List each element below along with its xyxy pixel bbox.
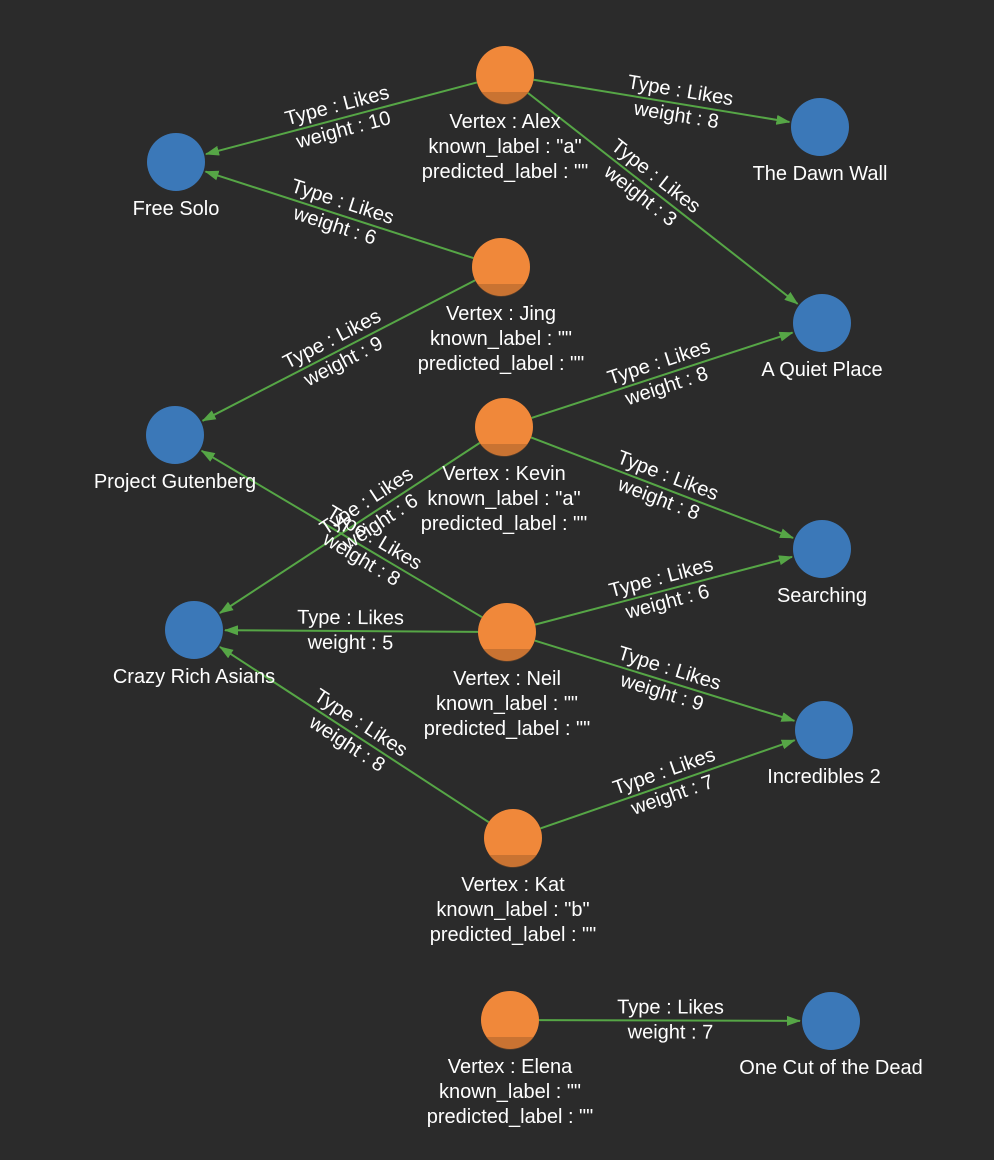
- edge-neil-gutenberg[interactable]: [200, 449, 483, 619]
- edge-weight-label: weight : 7: [627, 1021, 714, 1043]
- user-node-label-line: known_label : "b": [436, 899, 589, 921]
- movie-node-label: Incredibles 2: [767, 766, 880, 788]
- user-node-label-line: predicted_label : "": [430, 924, 597, 946]
- edge-kevin-quiet-place[interactable]: [531, 331, 794, 419]
- user-node-shadow: [480, 444, 528, 457]
- user-node-alex[interactable]: Vertex : Alex known_label : "a" predicted_…: [422, 46, 589, 183]
- edge-alex-quiet-place[interactable]: [527, 92, 799, 305]
- user-node-label-line: known_label : "": [439, 1081, 581, 1103]
- edge-neil-crazy-rich[interactable]: [223, 625, 479, 636]
- user-node-kat[interactable]: Vertex : Kat known_label : "b" predicted_l…: [430, 809, 597, 946]
- movie-node-dawn-wall[interactable]: The Dawn Wall: [753, 98, 888, 185]
- edge-jing-free-solo[interactable]: [204, 170, 474, 260]
- user-node-circle[interactable]: [481, 991, 539, 1049]
- edge-alex-dawn-wall[interactable]: [533, 78, 791, 125]
- user-node-label-line: predicted_label : "": [424, 718, 591, 740]
- movie-node-incredibles[interactable]: Incredibles 2: [767, 701, 881, 788]
- edge-kevin-searching[interactable]: [530, 436, 794, 539]
- user-node-shadow: [489, 855, 537, 868]
- user-node-elena[interactable]: Vertex : Elena known_label : "" predicted_…: [427, 991, 594, 1128]
- edge-elena-one-cut[interactable]: [538, 1015, 802, 1026]
- user-node-label-line: Vertex : Neil: [453, 668, 561, 690]
- movie-node-label: Crazy Rich Asians: [113, 666, 275, 688]
- user-node-label-line: predicted_label : "": [422, 161, 589, 183]
- user-node-label-line: Vertex : Kat: [461, 874, 565, 896]
- user-node-label-line: predicted_label : "": [418, 353, 585, 375]
- edge-neil-searching[interactable]: [534, 555, 793, 626]
- user-node-label-line: predicted_label : "": [421, 513, 588, 535]
- user-node-neil[interactable]: Vertex : Neil known_label : "" predicted_l…: [424, 603, 591, 740]
- edge-type-label: Type : Likes: [297, 607, 404, 630]
- movie-node-free-solo[interactable]: Free Solo: [133, 133, 220, 220]
- user-node-label-line: Vertex : Alex: [449, 111, 560, 133]
- user-node-label-line: Vertex : Jing: [446, 303, 556, 325]
- movie-node-circle[interactable]: [793, 520, 851, 578]
- user-node-circle[interactable]: [484, 809, 542, 867]
- movie-node-label: A Quiet Place: [761, 359, 882, 381]
- edge-alex-free-solo[interactable]: [205, 81, 478, 156]
- movie-node-label: The Dawn Wall: [753, 163, 888, 185]
- movie-node-label: Free Solo: [133, 198, 220, 220]
- user-node-label-line: known_label : "a": [428, 136, 581, 158]
- movie-node-circle[interactable]: [802, 992, 860, 1050]
- user-node-label-line: known_label : "": [430, 328, 572, 350]
- edge-kevin-crazy-rich[interactable]: [219, 442, 481, 614]
- movie-node-circle[interactable]: [146, 406, 204, 464]
- user-node-circle[interactable]: [478, 603, 536, 661]
- movie-node-circle[interactable]: [795, 701, 853, 759]
- user-node-jing[interactable]: Vertex : Jing known_label : "" predicted_l…: [418, 238, 585, 375]
- edge-neil-incredibles[interactable]: [534, 639, 796, 722]
- user-node-label-line: Vertex : Elena: [448, 1056, 573, 1078]
- movie-node-gutenberg[interactable]: Project Gutenberg: [94, 406, 256, 493]
- user-node-shadow: [481, 92, 529, 105]
- edge-weight-label: weight : 5: [307, 632, 394, 655]
- edges-layer: [200, 78, 802, 1026]
- user-node-shadow: [483, 649, 531, 662]
- movie-node-one-cut[interactable]: One Cut of the Dead: [739, 992, 923, 1079]
- user-node-circle[interactable]: [472, 238, 530, 296]
- movie-node-circle[interactable]: [147, 133, 205, 191]
- movie-node-circle[interactable]: [791, 98, 849, 156]
- edge-kat-crazy-rich[interactable]: [219, 646, 490, 823]
- edge-jing-gutenberg[interactable]: [201, 279, 476, 422]
- user-node-shadow: [486, 1037, 534, 1050]
- movie-node-circle[interactable]: [793, 294, 851, 352]
- edge-kat-incredibles[interactable]: [540, 739, 796, 830]
- user-node-circle[interactable]: [476, 46, 534, 104]
- user-node-label-line: known_label : "a": [427, 488, 580, 510]
- movie-node-label: Searching: [777, 585, 867, 607]
- user-node-kevin[interactable]: Vertex : Kevin known_label : "a" predicted…: [421, 398, 588, 535]
- movie-node-label: One Cut of the Dead: [739, 1057, 922, 1079]
- user-node-label-line: Vertex : Kevin: [442, 463, 565, 485]
- edge-type-label: Type : Likes: [617, 996, 724, 1018]
- movie-node-label: Project Gutenberg: [94, 471, 256, 493]
- movie-node-quiet-place[interactable]: A Quiet Place: [761, 294, 883, 381]
- movie-node-circle[interactable]: [165, 601, 223, 659]
- user-node-label-line: known_label : "": [436, 693, 578, 715]
- user-node-label-line: predicted_label : "": [427, 1106, 594, 1128]
- movie-node-searching[interactable]: Searching: [777, 520, 867, 607]
- user-node-circle[interactable]: [475, 398, 533, 456]
- edge-label-elena-one-cut: Type : Likes weight : 7: [617, 996, 724, 1043]
- nodes-layer: Free Solo The Dawn Wall A Quiet PlaceProje…: [94, 46, 923, 1128]
- movie-node-crazy-rich[interactable]: Crazy Rich Asians: [113, 601, 275, 688]
- user-node-shadow: [477, 284, 525, 297]
